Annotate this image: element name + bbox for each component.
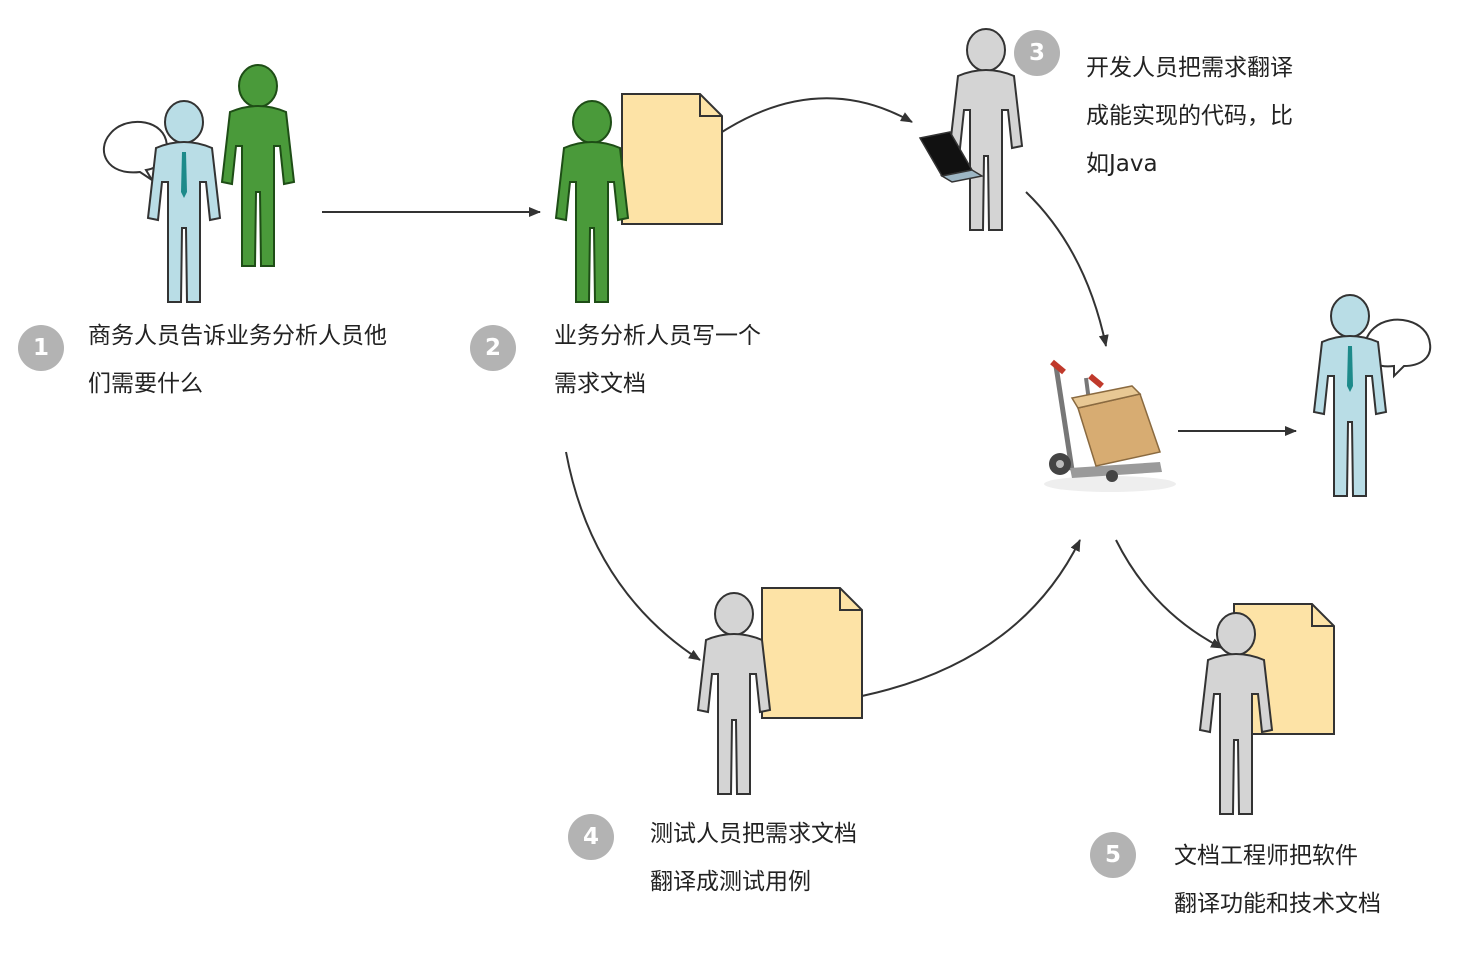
- step-caption-5: 文档工程师把软件 翻译功能和技术文档: [1174, 832, 1381, 928]
- step-caption-4: 测试人员把需求文档 翻译成测试用例: [650, 810, 857, 906]
- arrow-2-to-3: [721, 97, 913, 133]
- arrow-4-to-delivery: [861, 539, 1081, 697]
- step-badge-5: 5: [1090, 832, 1136, 878]
- step-caption-line: 如Java: [1086, 151, 1158, 177]
- step-caption-line: 测试人员把需求文档: [650, 821, 857, 847]
- step-caption-2: 业务分析人员写一个 需求文档: [554, 312, 761, 408]
- analyst-person-icon: [221, 64, 295, 267]
- step-caption-3: 开发人员把需求翻译 成能实现的代码，比 如Java: [1086, 44, 1293, 188]
- step-caption-1: 商务人员告诉业务分析人员他 们需要什么: [88, 312, 387, 408]
- step-caption-line: 商务人员告诉业务分析人员他: [88, 323, 387, 349]
- developer-with-laptop-icon: [918, 28, 1023, 231]
- document-icon: [621, 93, 723, 225]
- step-caption-line: 翻译成测试用例: [650, 869, 811, 895]
- arrow-2-to-4: [565, 451, 701, 661]
- step-caption-line: 翻译功能和技术文档: [1174, 891, 1381, 917]
- step-badge-3: 3: [1014, 30, 1060, 76]
- connector-arrows: [322, 97, 1297, 697]
- step-badge-4: 4: [568, 814, 614, 860]
- business-person-icon: [147, 100, 221, 303]
- step-caption-line: 业务分析人员写一个: [554, 323, 761, 349]
- step-caption-line: 需求文档: [554, 371, 646, 397]
- analyst-person-icon: [555, 100, 629, 303]
- hand-truck-box-icon: [1044, 359, 1176, 492]
- step-caption-line: 成能实现的代码，比: [1086, 103, 1293, 129]
- arrow-delivery-to-5: [1115, 539, 1223, 649]
- step-caption-line: 们需要什么: [88, 371, 203, 397]
- step-caption-line: 文档工程师把软件: [1174, 843, 1358, 869]
- business-person-icon: [1313, 294, 1387, 497]
- tester-person-icon: [697, 592, 771, 795]
- arrow-3-to-delivery: [1025, 191, 1109, 347]
- document-icon: [761, 587, 863, 719]
- step-caption-line: 开发人员把需求翻译: [1086, 55, 1293, 81]
- step-badge-2: 2: [470, 325, 516, 371]
- step-badge-1: 1: [18, 325, 64, 371]
